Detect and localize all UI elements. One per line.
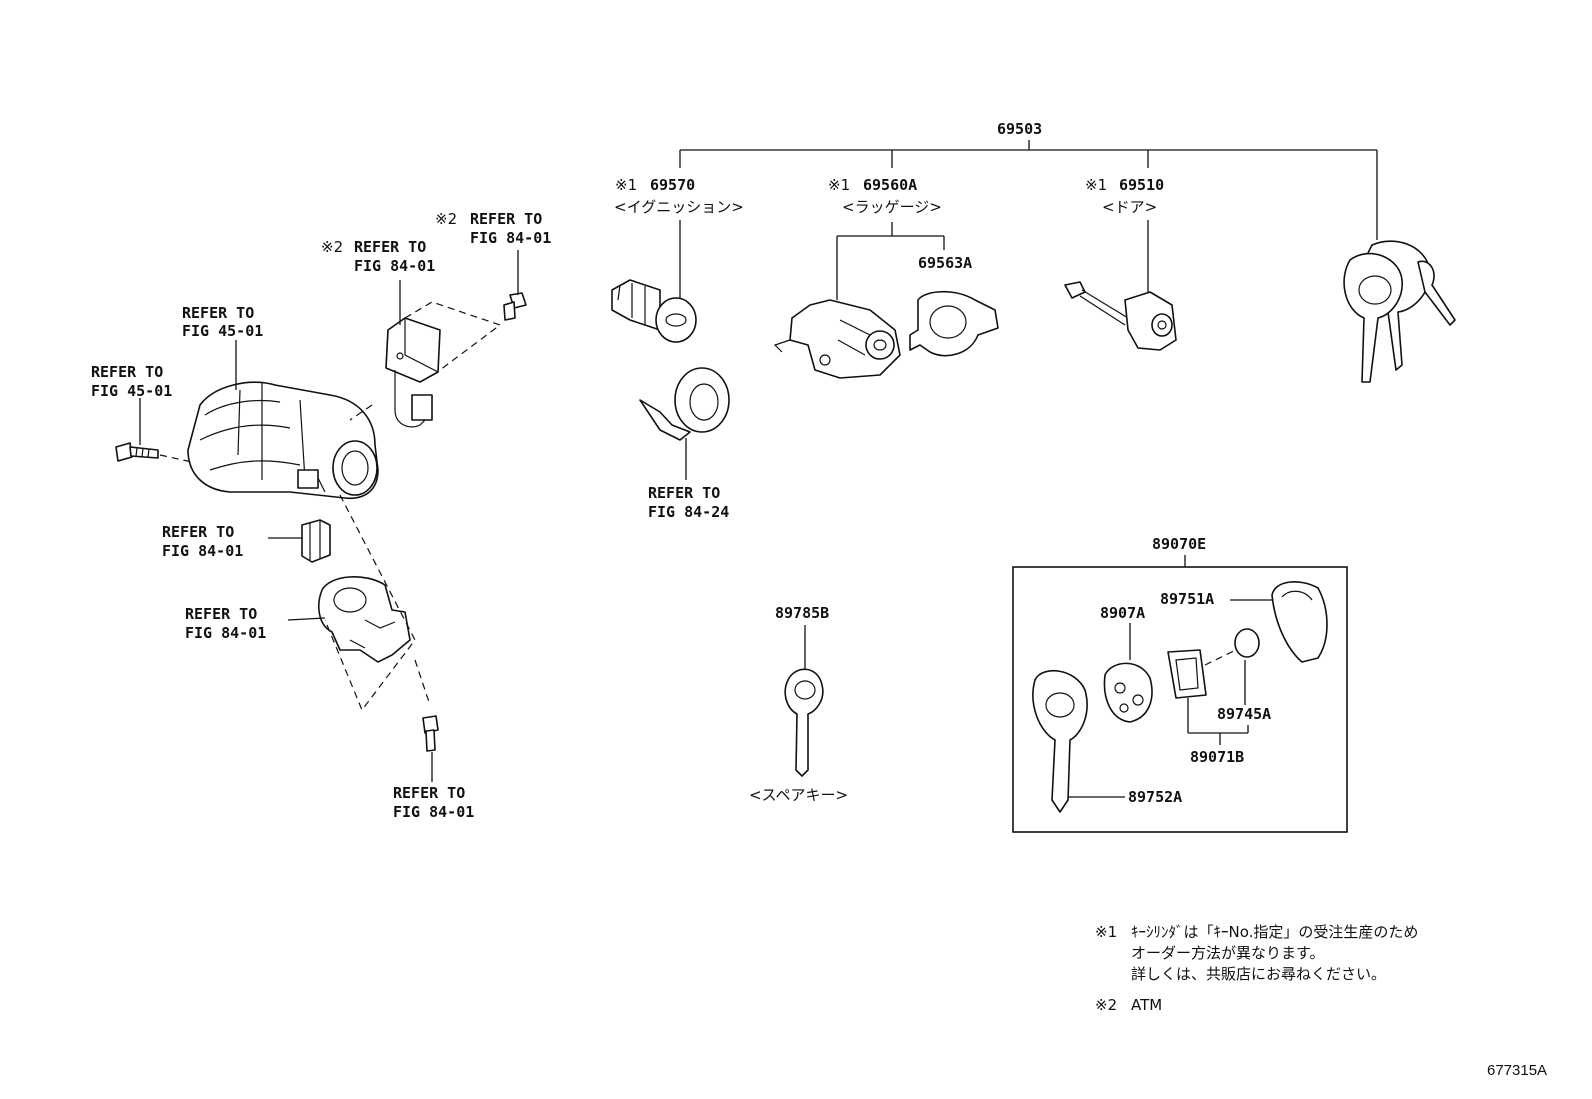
refer-to-line: REFER TO (648, 484, 720, 502)
fig-reference: FIG 84-01 (393, 803, 474, 821)
part-number-89751A: 89751A (1160, 590, 1214, 608)
fig-reference: FIG 84-01 (185, 624, 266, 642)
caption-door: <ドア> (1102, 198, 1157, 216)
case-cover-drawing (1271, 581, 1328, 663)
caption-ignition: <イグニッション> (614, 198, 744, 216)
fig-reference: FIG 84-01 (470, 229, 551, 247)
note2-mark: ※2 (321, 238, 343, 256)
part-number-69570: 69570 (650, 176, 695, 194)
door-cylinder-drawing (1064, 281, 1177, 351)
ignition-cylinder-drawing (611, 279, 697, 343)
note2-mark: ※2 (1095, 996, 1117, 1014)
key-interlock-bracket-drawing (318, 575, 411, 663)
part-number-69560A: 69560A (863, 176, 917, 194)
note2-refer-fig-84-01-screw-label: ※2 REFER TO FIG 84-01 (435, 210, 551, 247)
fig-reference: FIG 84-01 (162, 542, 243, 560)
fig-reference: FIG 45-01 (182, 322, 263, 340)
key-blade-drawing (1032, 669, 1088, 813)
luggage-bracket-drawing (909, 290, 999, 357)
refer-fig-45-01-housing-label: REFER TO FIG 45-01 (182, 304, 263, 340)
shift-lock-solenoid-drawing (385, 317, 441, 428)
refer-fig-84-01-bottom-screw-label: REFER TO FIG 84-01 (393, 784, 474, 821)
refer-to-line: REFER TO (354, 238, 426, 256)
transmitter-board-drawing (1167, 649, 1207, 699)
transmitter-pad-drawing (1103, 662, 1153, 723)
part-number-69563A: 69563A (918, 254, 972, 272)
note2-refer-fig-84-01-solenoid-label: ※2 REFER TO FIG 84-01 (321, 238, 435, 275)
part-number-89785B: 89785B (775, 604, 829, 622)
note1-line1: ｷｰｼﾘﾝﾀﾞは「ｷｰNo.指定」の受注生産のため (1131, 923, 1418, 941)
refer-fig-84-01-bracket-label: REFER TO FIG 84-01 (185, 605, 266, 642)
refer-to-line: REFER TO (162, 523, 234, 541)
key-set-drawing (1343, 240, 1456, 383)
refer-to-line: REFER TO (393, 784, 465, 802)
fig-reference: FIG 45-01 (91, 382, 172, 400)
part-number-89071B: 89071B (1190, 748, 1244, 766)
note1-line3: 詳しくは、共販店にお尋ねください。 (1131, 965, 1386, 983)
note1-mark: ※1 (1095, 923, 1117, 941)
luggage-cylinder-drawing (773, 299, 901, 379)
refer-fig-45-01-bolt-label: REFER TO FIG 45-01 (91, 363, 172, 400)
refer-fig-84-01-connector-label: REFER TO FIG 84-01 (162, 523, 243, 560)
caption-luggage: <ラッゲージ> (842, 198, 942, 216)
footnotes: ※1 ｷｰｼﾘﾝﾀﾞは「ｷｰNo.指定」の受注生産のため オーダー方法が異なりま… (1095, 923, 1418, 1014)
part-number-89752A: 89752A (1128, 788, 1182, 806)
note1-mark: ※1 (615, 176, 637, 194)
connector-drawing (301, 519, 331, 563)
refer-to-line: REFER TO (185, 605, 257, 623)
part-number-8907A: 8907A (1100, 604, 1145, 622)
bolt-left-drawing (115, 442, 159, 462)
refer-fig-84-24-label: REFER TO FIG 84-24 (648, 484, 729, 521)
ignition-lock-housing-drawing (187, 381, 379, 499)
transmitter-assy-box (1012, 566, 1348, 833)
caption-spare-key: <スペアキー> (749, 786, 848, 804)
part-number-69503: 69503 (997, 120, 1042, 138)
note1-line2: オーダー方法が異なります。 (1131, 944, 1325, 962)
note1-mark: ※1 (828, 176, 850, 194)
screw-bottom-drawing (422, 715, 439, 752)
fig-reference: FIG 84-24 (648, 503, 729, 521)
part-number-89070E: 89070E (1152, 535, 1206, 553)
refer-to-line: REFER TO (470, 210, 542, 228)
figure-id: 677315A (1487, 1062, 1547, 1079)
refer-to-line: REFER TO (182, 304, 254, 322)
note2-mark: ※2 (435, 210, 457, 228)
part-number-89745A: 89745A (1217, 705, 1271, 723)
ignition-bezel-drawing (639, 367, 730, 441)
spare-key-drawing (784, 668, 824, 777)
fig-reference: FIG 84-01 (354, 257, 435, 275)
refer-to-line: REFER TO (91, 363, 163, 381)
battery-drawing (1234, 628, 1260, 658)
note2-text: ATM (1131, 996, 1162, 1014)
note1-mark: ※1 (1085, 176, 1107, 194)
part-number-69510: 69510 (1119, 176, 1164, 194)
screw-top-drawing (503, 292, 527, 321)
